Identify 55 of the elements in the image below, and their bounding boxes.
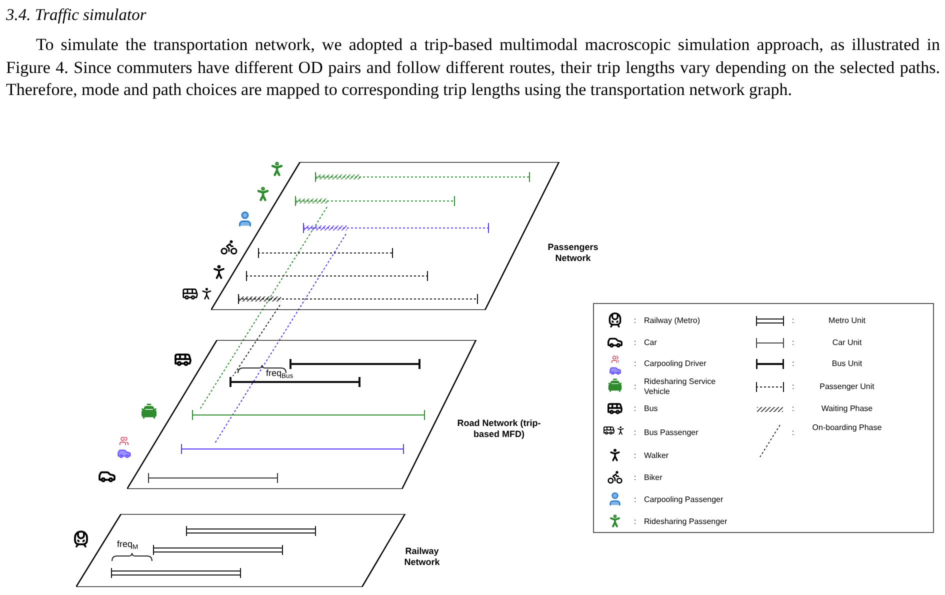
- section-heading: 3.4. Traffic simulator: [6, 4, 146, 26]
- trip-length-bar: [148, 472, 278, 484]
- separator-colon: :: [792, 428, 794, 438]
- separator-colon: :: [634, 359, 636, 369]
- separator-colon: :: [634, 495, 636, 505]
- separator-colon: :: [634, 428, 636, 438]
- legend-label: Railway (Metro): [644, 316, 702, 326]
- trip-length-bar: [181, 443, 404, 455]
- separator-colon: :: [792, 338, 794, 348]
- legend-label: Ridesharing Passenger: [644, 517, 728, 527]
- paragraph: To simulate the transportation network, we adopted a trip-based multimodal macroscopic simulation approach, as illustrated in Figure 4. Since commuters have different OD pairs and follow different routes, their trip lengths vary depending on the selected paths. Therefore, mode and path choices are mapped to corresponding trip lengths using the transportation network graph.: [6, 34, 940, 101]
- trip-length-bar: [192, 409, 425, 421]
- legend-label: Bus Unit: [830, 359, 864, 369]
- separator-colon: :: [634, 404, 636, 414]
- legend-label: On-boarding Phase: [811, 423, 883, 433]
- legend-label: Walker: [644, 451, 670, 461]
- onboarding-line: [200, 206, 328, 410]
- legend-label: Car: [644, 338, 658, 348]
- trip-length-bar: [246, 270, 428, 282]
- layer-label: Road Network (trip-based MFD): [457, 418, 541, 440]
- separator-colon: :: [634, 382, 636, 392]
- trip-length-bar: [186, 525, 316, 537]
- legend-label: Carpooling Passenger: [644, 495, 724, 505]
- separator-colon: :: [634, 451, 636, 461]
- legend-label: Metro Unit: [828, 316, 866, 326]
- onboarding-line: [214, 234, 346, 444]
- onboarding-line: [232, 304, 280, 376]
- separator-colon: :: [634, 517, 636, 527]
- legend-label: Carpooling Driver: [644, 359, 708, 369]
- layer-label: Passengers Network: [546, 242, 600, 264]
- trip-length-bar: [303, 222, 489, 234]
- trip-length-bar: [111, 567, 241, 579]
- separator-colon: :: [634, 338, 636, 348]
- legend-label: Passenger Unit: [818, 382, 876, 392]
- separator-colon: :: [792, 404, 794, 414]
- legend-label: Bus Passenger: [644, 428, 700, 438]
- separator-colon: :: [792, 382, 794, 392]
- legend-label: Biker: [644, 473, 664, 483]
- legend-label: Bus: [644, 404, 659, 414]
- legend-label: Ridesharing Service Vehicle: [644, 377, 717, 397]
- separator-colon: :: [634, 316, 636, 326]
- separator-colon: :: [634, 473, 636, 483]
- layer-label: Railway Network: [403, 546, 441, 568]
- trip-length-bar: [315, 171, 530, 183]
- frequency-label: freq$_{M}$: [117, 539, 138, 549]
- legend-label: Waiting Phase: [820, 404, 874, 414]
- trip-length-bar: [295, 195, 455, 207]
- trip-length-bar: [258, 247, 393, 259]
- frequency-label: freq$_{Bus}$: [266, 368, 294, 378]
- separator-colon: :: [792, 316, 794, 326]
- trip-length-bar: [290, 358, 420, 370]
- trip-length-bar: [238, 293, 478, 305]
- separator-colon: :: [792, 359, 794, 369]
- trip-length-bar: [153, 544, 283, 556]
- legend-label: Car Unit: [831, 338, 863, 348]
